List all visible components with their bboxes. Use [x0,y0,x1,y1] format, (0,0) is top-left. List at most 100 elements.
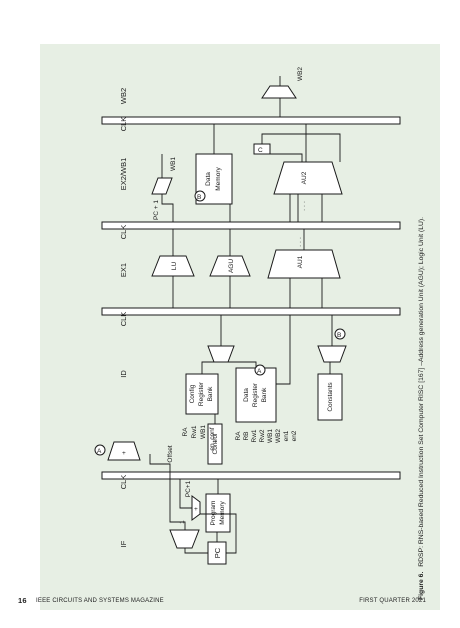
agu-unit [209,255,251,277]
marker-b-id [334,328,346,340]
mux-out-wire [149,454,186,530]
au2-unit [273,161,343,195]
config-rw1-label: Rw1 [191,425,198,438]
journal-name: IEEE CIRCUITS AND SYSTEMS MAGAZINE [36,598,164,604]
data-rw1-label: Rw1 [251,429,258,442]
config-bank-label-2: Register [198,381,205,406]
stage-label-if: IF [119,540,128,547]
data-memory-label-1: Data [205,172,212,186]
data-en1-label: en1 [283,430,290,441]
data-bank-label-3: Bank [261,387,268,403]
clk-label-4: CLK [119,117,128,132]
pipeline-register-if-id [101,471,401,480]
agu-label: AGU [228,259,235,273]
wb2-out-label: WB2 [297,67,304,81]
clk-label-1: CLK [119,475,128,490]
figure-caption: Figure 6. RDSP: RNS-based Reduced Instru… [418,217,425,600]
config-to-mux-wire [201,361,216,374]
figure-caption-text: RDSP: RNS-based Reduced Instruction Set … [418,217,425,567]
id-bank-wire [276,315,291,385]
data-wb2-label: WB2 [275,429,282,443]
issue-date: FIRST QUARTER 2021 [359,598,426,604]
page-number: 16 [18,596,27,605]
wb2-mux [261,85,297,99]
stage-label-ex2-wb1: EX2/WB1 [119,158,128,191]
figure-panel [40,44,440,610]
config-ra-label: RA [182,427,189,437]
data-ra-label: RA [235,431,242,441]
lu-label: LU [171,262,178,271]
pipeline-register-id-ex1 [101,307,401,316]
data-en2-label: en2 [291,430,298,441]
data-memory-label-2: Memory [215,167,222,191]
marker-a-id-label: A [257,368,262,375]
marker-b-ex2 [194,190,206,202]
ex1-stage: LU AGU AU1 · · · [151,229,341,308]
control-label: Control [212,433,219,455]
ex2-lu-to-mux-wire [161,194,174,222]
program-memory-label-2: Memory [219,501,226,525]
reg-c-feedback-wire [261,133,341,162]
id-stage: + Offset A Control Config Register Bank … [94,315,347,465]
ex2-au1-to-au2-wire [289,194,323,222]
au2-label: AU2 [301,171,308,184]
pc-plus-1-label: PC+1 [185,480,192,497]
stage-label-wb2: WB2 [119,88,128,104]
pc-plus-1-ex2-label: PC + 1 [153,200,160,220]
data-bank-label-1: Data [243,388,250,402]
offset-adder [107,441,141,461]
ex1-au1-in-wire [289,278,323,308]
clk-label-3: CLK [119,225,128,240]
marker-b-id-label: B [337,332,341,339]
if-stage: PC Program Memory + 1 PC+1 [149,454,237,565]
au1-dots: · · · [297,237,304,247]
pc-incrementer [191,495,201,521]
ex2-stage: Data Memory WB1 PC + 1 B AU2 · · · C [151,124,343,222]
offset-label: Offset [167,445,174,462]
stage-labels: IF ID EX1 EX2/WB1 WB2 CLK CLK CLK CLK [119,88,128,547]
program-memory-label-1: Program [210,501,217,526]
config-bank-label-3: Bank [207,386,214,402]
wb1-out-label: WB1 [170,157,177,171]
reg-c-label: C [258,147,263,154]
incrementer-out-wire [179,479,192,509]
pc-to-incrementer-wire [200,513,237,554]
au1-label: AU1 [297,255,304,268]
figure-caption-label: Figure 6. [418,572,425,600]
marker-a-if [94,444,106,456]
constants-block [317,373,343,421]
au2-to-reg-c-wire [270,153,303,162]
en-conf-label: en_conf [209,427,216,450]
pipeline-register-ex2-wb2 [101,116,401,125]
config-wb1-label: WB1 [200,425,207,439]
ex2-mux [151,177,173,195]
data-register-bank [235,367,277,423]
data-wb1-label: WB1 [267,429,274,443]
data-rb-label: RB [243,431,250,440]
au2-dots: · · · [301,201,308,211]
data-rw2-label: Rw2 [259,429,266,442]
config-register-bank [185,373,219,415]
data-to-mux-wire [226,361,257,368]
data-bank-label-2: Register [252,382,259,407]
pipeline-register-ex1-ex2 [101,221,401,230]
offset-adder-plus: + [122,450,126,457]
pc-label: PC [213,547,222,558]
stage-label-ex1: EX1 [119,263,128,277]
id-mux-1 [207,345,235,363]
pc-incrementer-plus: + [194,506,198,513]
if-mux [169,529,200,549]
marker-a-if-label: A [97,448,102,455]
marker-b-ex2-label: B [197,194,201,201]
au1-unit [267,249,341,279]
id-mux-2 [317,345,347,363]
lu-unit [151,255,195,277]
clk-label-2: CLK [119,312,128,327]
stage-label-id: ID [119,370,128,378]
rdsp-pipeline-diagram: IF ID EX1 EX2/WB1 WB2 CLK CLK CLK CLK PC… [94,67,425,600]
wb2-stage: WB2 [261,67,304,117]
pc-to-mux-wire [184,548,208,554]
pipeline-registers [101,116,401,480]
config-bank-label-1: Config [189,384,196,403]
constants-label: Constants [327,382,334,412]
